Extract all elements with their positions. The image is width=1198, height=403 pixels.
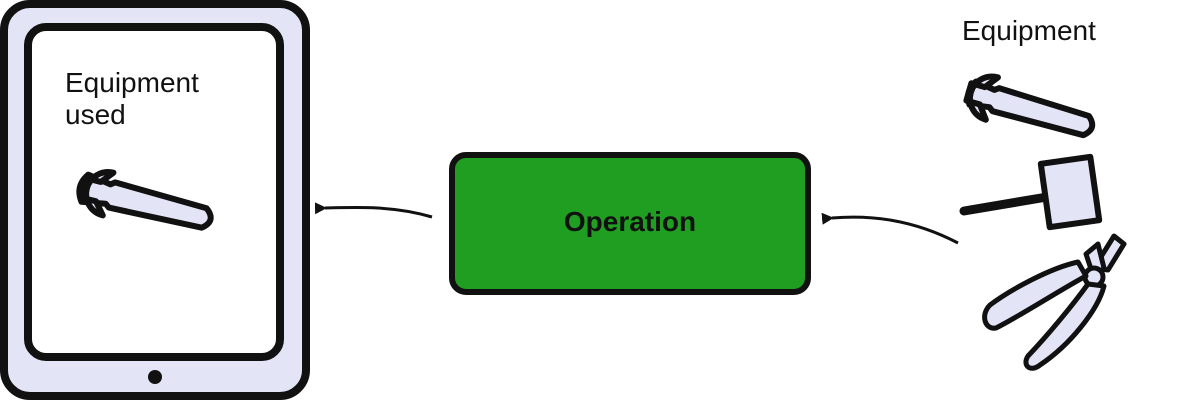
wrench-icon (76, 169, 214, 231)
operation-label: Operation (564, 206, 696, 237)
arrow-to-operation (821, 212, 959, 245)
hammer-icon (959, 153, 1103, 231)
tablet-label-line1: Equipment (65, 67, 199, 98)
operation-box: Operation (449, 152, 811, 295)
home-button (148, 370, 162, 384)
arrow-to-tablet (314, 202, 433, 219)
wrench-icon (963, 73, 1096, 139)
tablet-label-line2: used (65, 99, 126, 130)
pliers-icon (982, 233, 1127, 371)
operation-box-shape (449, 152, 811, 295)
equipment-title: Equipment (962, 15, 1096, 46)
